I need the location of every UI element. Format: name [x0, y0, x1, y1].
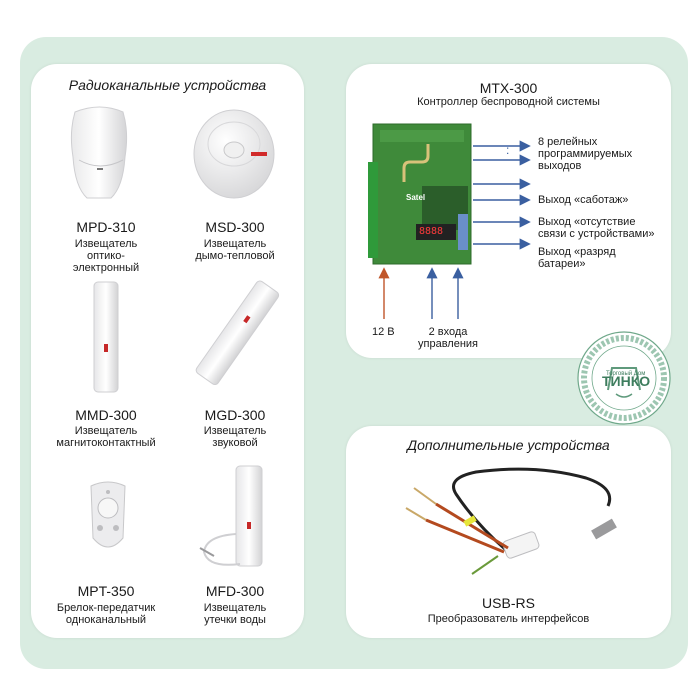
output-label: связи с устройствами» [538, 228, 655, 240]
device-model: MPD-310 [76, 219, 136, 235]
radio-devices-panel: Радиоканальные устройства MPD-310 Извеща… [31, 64, 304, 638]
mmd-300-image [93, 281, 119, 393]
device-desc: одноканальный [65, 614, 147, 626]
output-label: программируемых [538, 148, 633, 160]
dots-indicator: : [506, 143, 510, 157]
company-stamp [577, 331, 671, 425]
device-desc: Извещатель [74, 425, 138, 437]
device-desc: утечки воды [204, 614, 266, 626]
controller-model: MTX-300 [479, 80, 538, 96]
usb-rs-model: USB-RS [482, 595, 535, 611]
mgd-300-image [195, 280, 280, 386]
output-label: 8 релейных [538, 136, 598, 148]
board-brand: Satel [406, 193, 426, 202]
device-desc: Извещатель [203, 602, 267, 614]
usb-rs-desc: Преобразователь интерфейсов [427, 613, 590, 625]
device-desc: электронный [72, 262, 140, 274]
device-desc: звуковой [212, 437, 258, 449]
device-desc: оптико- [87, 250, 125, 262]
controller-panel: MTX-300 Контроллер беспроводной системы … [346, 64, 671, 358]
additional-devices-panel: Дополнительные устройства USB-RS Преобра… [346, 426, 671, 638]
radio-devices-title: Радиоканальные устройства [68, 77, 267, 93]
output-label: батареи» [538, 258, 586, 270]
device-desc: Извещатель [203, 425, 267, 437]
msd-300-image [193, 109, 275, 199]
device-model: MGD-300 [204, 407, 266, 423]
device-model: MSD-300 [205, 219, 265, 235]
terminal-block [368, 162, 378, 258]
device-model: MFD-300 [205, 583, 265, 599]
device-model: MMD-300 [75, 407, 137, 423]
stamp-small-text: Торговый Дом [606, 371, 646, 377]
device-desc: Брелок-передатчик [56, 602, 156, 614]
additional-devices-title: Дополнительные устройства [407, 437, 610, 453]
input-label: 2 входа [428, 326, 468, 338]
mfd-300-image [199, 465, 263, 567]
controller-subtitle: Контроллер беспроводной системы [417, 96, 600, 108]
mpt-350-image [90, 481, 126, 548]
controller-board-diagram [368, 123, 531, 319]
output-label: выходов [538, 160, 582, 172]
stamp-logo: ТИНКО [602, 373, 651, 389]
mpd-310-image [70, 106, 128, 199]
device-desc: дымо-тепловой [195, 250, 275, 262]
input-label: 12 В [372, 326, 395, 338]
input-label: управления [418, 338, 478, 350]
output-label: Выход «разряд [538, 246, 616, 258]
output-label: Выход «отсутствие [538, 216, 636, 228]
device-desc: магнитоконтактный [56, 437, 156, 449]
usb-rs-image [405, 467, 617, 575]
device-model: MPT-350 [77, 583, 135, 599]
board-display: 8888 [419, 226, 444, 237]
device-desc: Извещатель [74, 238, 138, 250]
output-label: Выход «саботаж» [538, 194, 629, 206]
device-desc: Извещатель [203, 238, 267, 250]
